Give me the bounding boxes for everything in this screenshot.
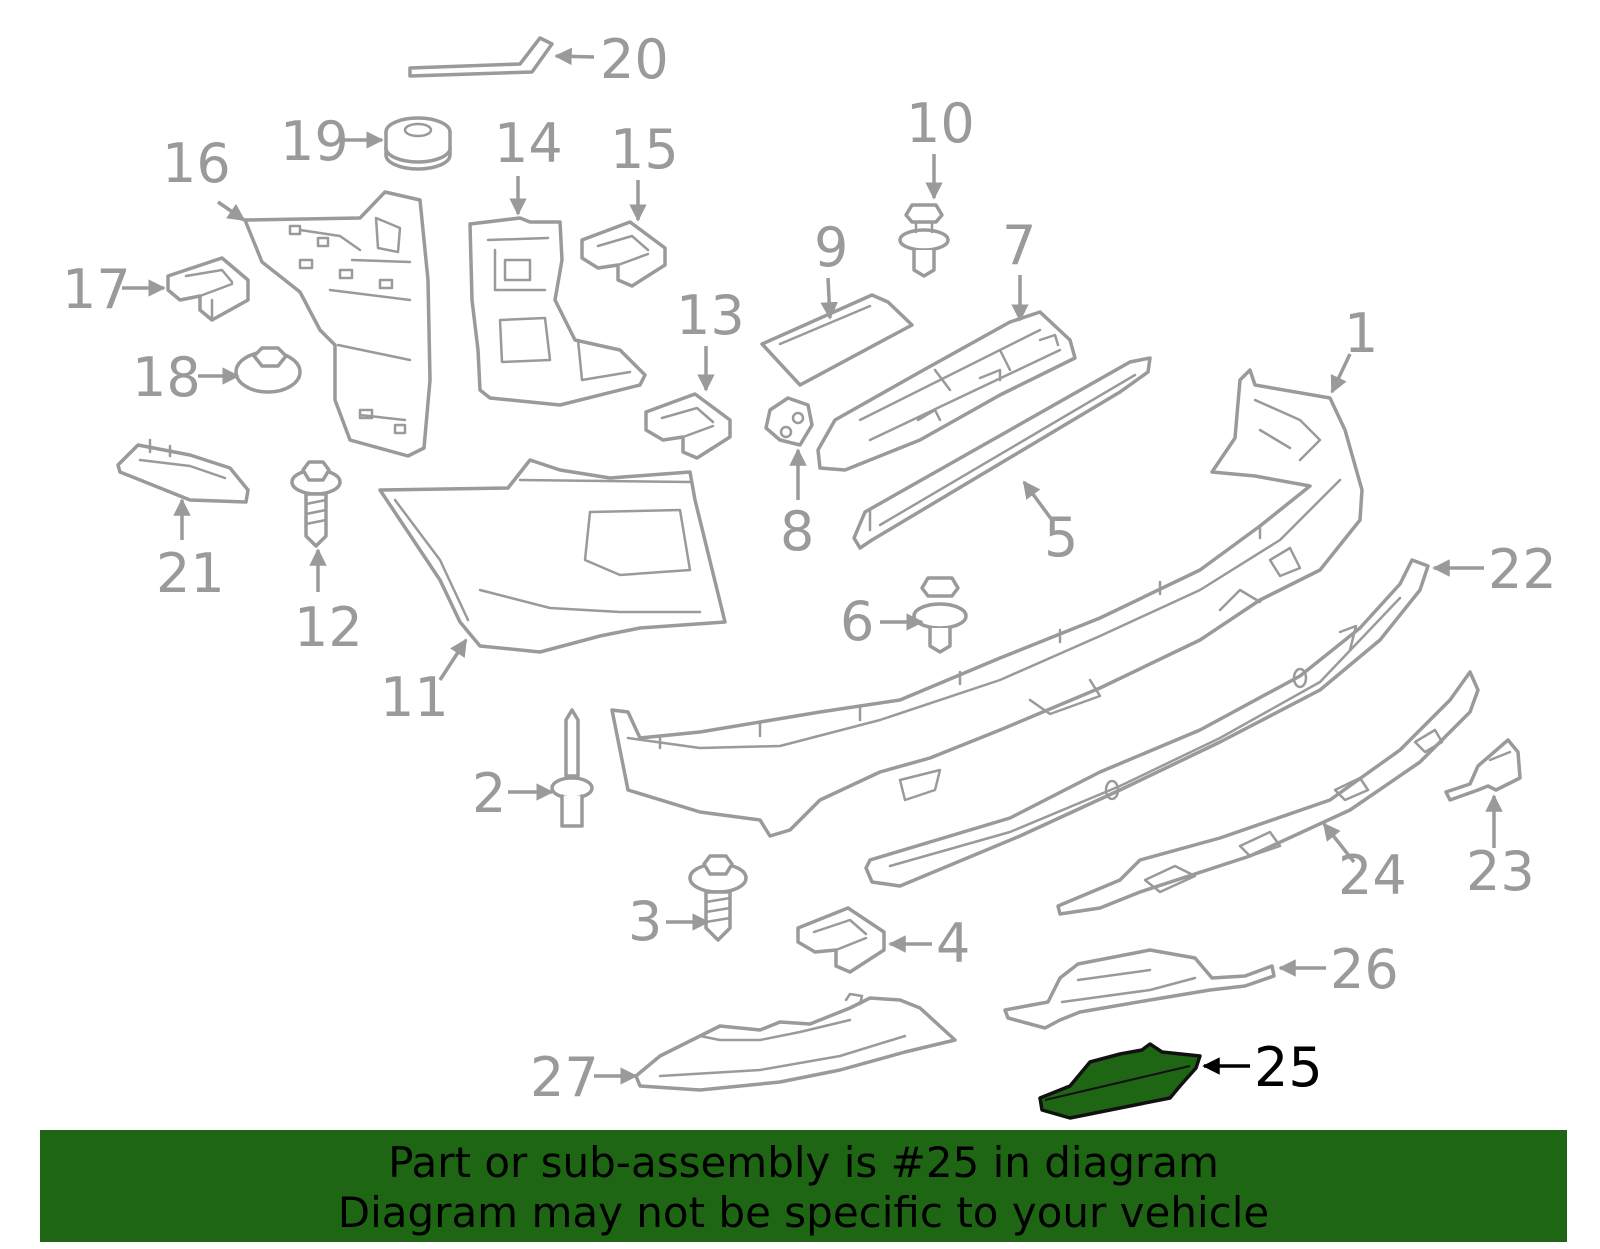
part-3	[688, 854, 748, 942]
part-12	[290, 460, 342, 548]
banner-line-part: Part or sub-assembly is #25 in diagram	[388, 1138, 1219, 1187]
callout-15: 15	[610, 118, 679, 181]
part-1	[610, 368, 1364, 838]
callout-9: 9	[814, 216, 848, 279]
part-7	[816, 310, 1077, 472]
part-26	[1003, 948, 1276, 1030]
callout-19: 19	[280, 110, 349, 173]
part-4	[796, 906, 886, 974]
callout-25: 25	[1254, 1036, 1323, 1099]
callout-1: 1	[1344, 302, 1378, 365]
callout-labels: 20 19 14 15 16 17 18 21 12 10 9 7 13 8 1…	[62, 28, 1557, 1109]
callout-11: 11	[380, 666, 449, 729]
part-8	[764, 396, 814, 447]
part-24	[1056, 670, 1480, 916]
part-18	[234, 346, 302, 394]
callout-8: 8	[780, 500, 814, 563]
callout-6: 6	[840, 590, 874, 653]
info-banner: Part or sub-assembly is #25 in diagram D…	[40, 1130, 1567, 1242]
part-5	[852, 356, 1152, 550]
callout-7: 7	[1002, 214, 1036, 277]
banner-line-disclaimer: Diagram may not be specific to your vehi…	[337, 1188, 1270, 1237]
callout-17: 17	[62, 258, 131, 321]
part-16	[243, 190, 432, 458]
callout-16: 16	[162, 132, 231, 195]
callout-13: 13	[676, 284, 745, 347]
callout-23: 23	[1466, 840, 1535, 903]
callout-12: 12	[294, 596, 363, 659]
part-6	[912, 576, 968, 654]
callout-10: 10	[906, 92, 975, 155]
callout-2: 2	[472, 762, 506, 825]
callout-20: 20	[600, 28, 669, 91]
part-14	[468, 216, 647, 407]
callout-3: 3	[628, 890, 662, 953]
part-2	[550, 708, 594, 828]
part-17	[166, 256, 250, 322]
part-11	[378, 458, 727, 654]
callout-18: 18	[132, 346, 201, 409]
part-21	[116, 438, 250, 504]
part-25	[1038, 1042, 1202, 1120]
callout-5: 5	[1044, 506, 1078, 569]
callout-4: 4	[936, 912, 970, 975]
part-9	[760, 293, 914, 387]
callout-14: 14	[494, 112, 563, 175]
part-20	[408, 36, 554, 78]
part-15	[580, 220, 667, 288]
leader-lines	[122, 47, 1503, 1085]
callout-27: 27	[530, 1046, 599, 1109]
part-23	[1444, 738, 1522, 802]
callout-26: 26	[1330, 938, 1399, 1001]
part-13	[644, 392, 732, 460]
part-22	[864, 558, 1430, 888]
callout-24: 24	[1338, 844, 1407, 907]
part-10	[898, 203, 950, 278]
part-19	[384, 116, 452, 171]
callout-22: 22	[1488, 538, 1557, 601]
part-27	[634, 992, 957, 1092]
callout-21: 21	[156, 542, 225, 605]
